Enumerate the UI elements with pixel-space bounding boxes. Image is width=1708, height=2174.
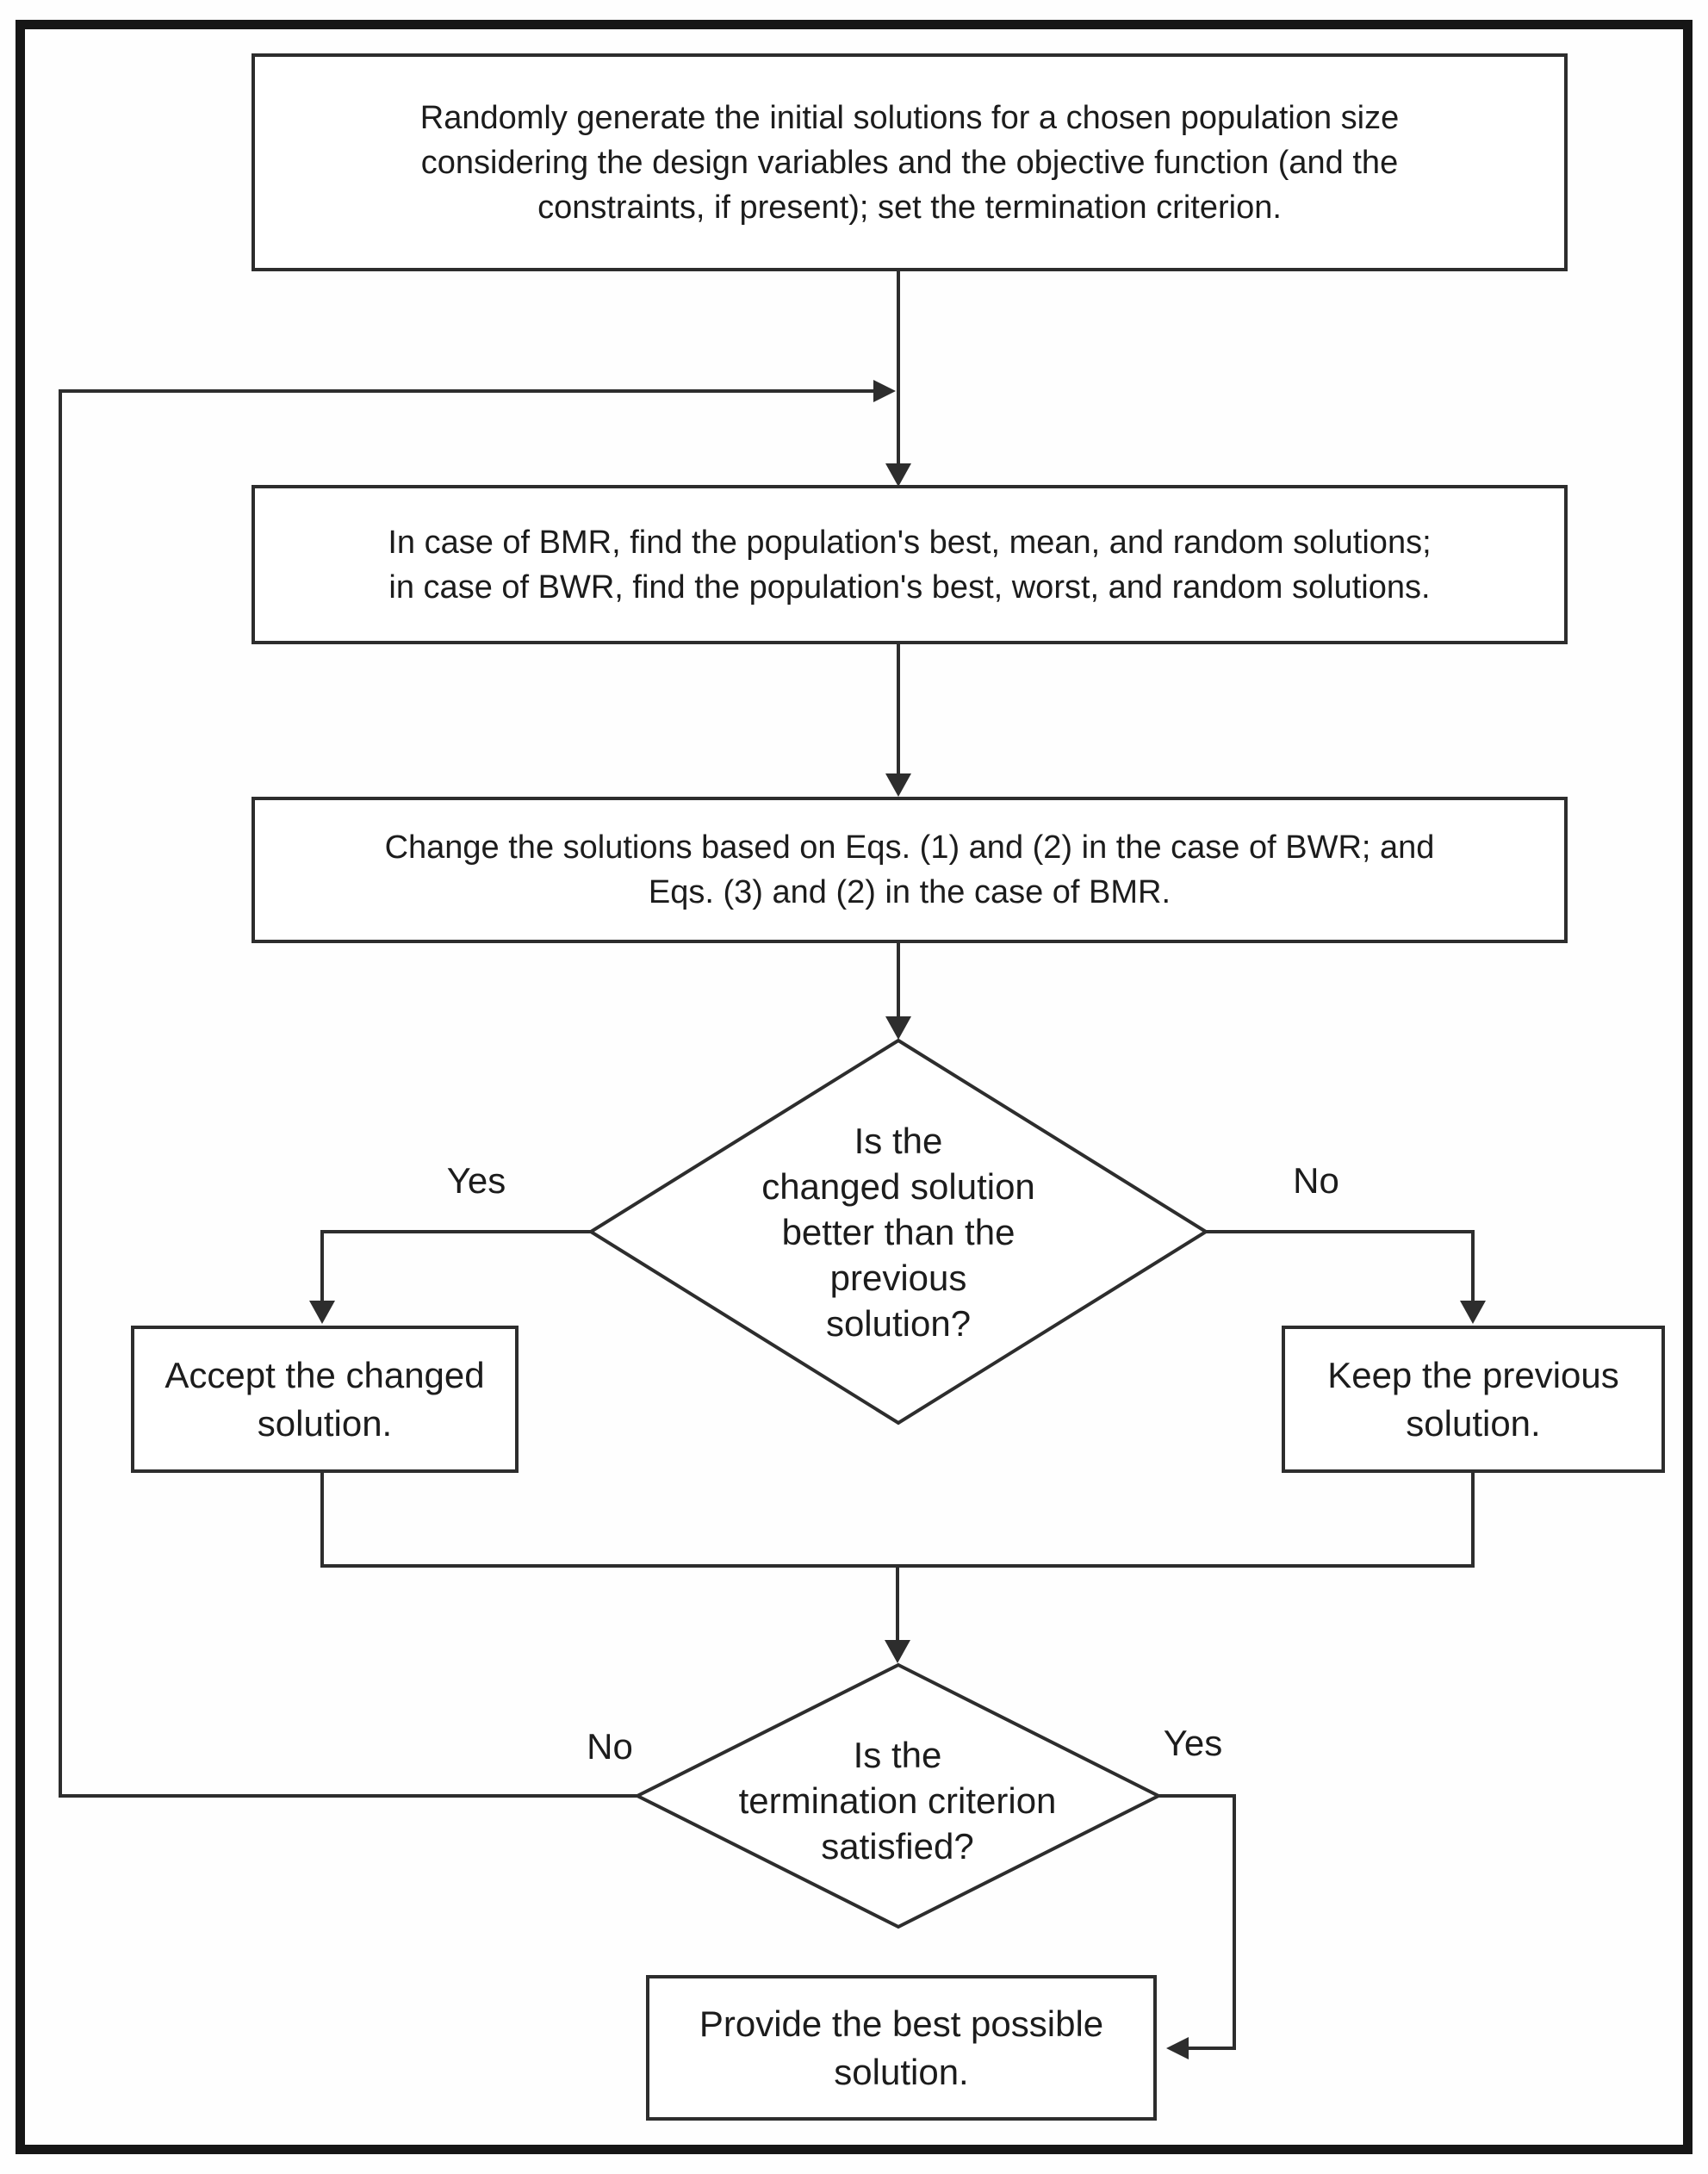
arrowhead-into-provide xyxy=(1166,2037,1189,2059)
arrowhead-into-decision-termination xyxy=(885,1640,910,1663)
arrowhead-into-find xyxy=(885,463,911,487)
label-no-better: No xyxy=(1293,1160,1339,1201)
merge-connector xyxy=(320,1473,1475,1568)
change-solutions-node: Change the solutions based on Eqs. (1) a… xyxy=(252,797,1568,943)
connector-yes-to-provide xyxy=(1158,1794,1236,2050)
label-yes-termination: Yes xyxy=(1163,1723,1223,1763)
keep-solution-node: Keep the previous solution. xyxy=(1282,1326,1665,1473)
feedback-loop-connector xyxy=(59,389,873,1798)
label-yes-better: Yes xyxy=(446,1160,506,1201)
connector-no-to-keep xyxy=(1206,1230,1475,1301)
connector-yes-to-accept xyxy=(320,1230,591,1301)
arrowhead-into-keep xyxy=(1460,1301,1486,1324)
arrowhead-into-change xyxy=(885,773,911,797)
provide-solution-node: Provide the best possible solution. xyxy=(646,1975,1157,2121)
decision-termination-diamond xyxy=(633,1662,1163,1929)
find-solutions-node: In case of BMR, find the population's be… xyxy=(252,485,1568,644)
label-no-termination: No xyxy=(587,1726,633,1767)
arrowhead-feedback-junction xyxy=(873,380,896,402)
figure-border xyxy=(16,20,1692,2154)
accept-solution-node: Accept the changed solution. xyxy=(131,1326,519,1473)
arrowhead-into-decision-better xyxy=(885,1016,911,1040)
arrowhead-into-accept xyxy=(309,1301,335,1324)
decision-better-diamond xyxy=(587,1038,1209,1426)
start-node: Randomly generate the initial solutions … xyxy=(252,53,1568,271)
